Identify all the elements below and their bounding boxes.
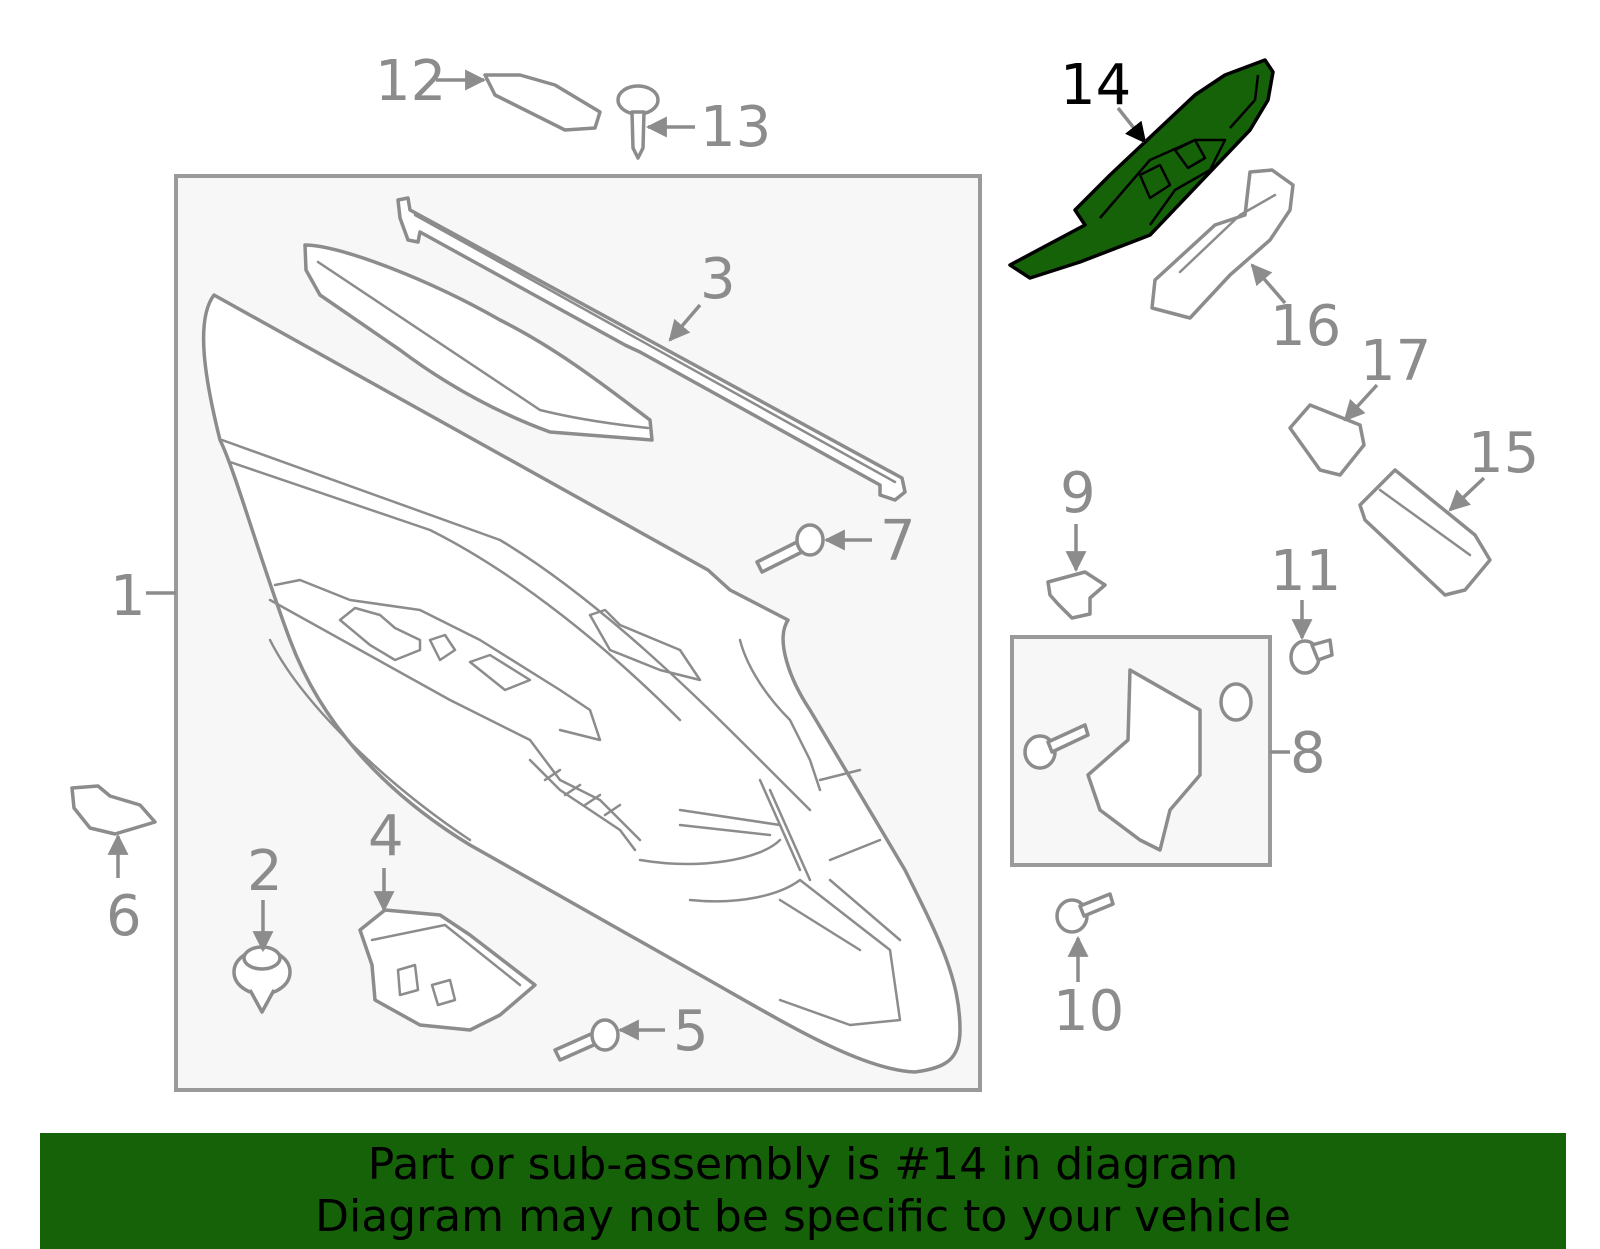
callout-2: 2 xyxy=(247,839,283,904)
callout-16: 16 xyxy=(1270,294,1341,359)
callout-15: 15 xyxy=(1468,421,1539,486)
callout-10: 10 xyxy=(1053,979,1124,1044)
bracket-part-6[interactable] xyxy=(70,784,157,836)
switch-base-part-16[interactable] xyxy=(1150,168,1295,320)
clip-part-2[interactable] xyxy=(232,945,292,1014)
callout-12: 12 xyxy=(375,49,446,114)
screw-part-13[interactable] xyxy=(616,84,660,160)
switch-bezel-part-4[interactable] xyxy=(358,908,537,1032)
callout-13: 13 xyxy=(700,95,771,160)
switch-part-15[interactable] xyxy=(1358,468,1492,597)
bracket-part-8[interactable] xyxy=(1023,668,1253,852)
leader-lines xyxy=(107,69,1486,1041)
clip-part-9[interactable] xyxy=(1046,570,1107,620)
callout-8: 8 xyxy=(1290,721,1326,786)
door-trim-panel[interactable] xyxy=(201,293,962,1074)
window-switch-panel-selected[interactable] xyxy=(1008,58,1275,280)
callout-7: 7 xyxy=(880,509,916,574)
banner-line-2: Diagram may not be specific to your vehi… xyxy=(315,1191,1291,1242)
pad-part-12[interactable] xyxy=(483,73,602,132)
screw-part-7[interactable] xyxy=(755,523,825,574)
callout-17: 17 xyxy=(1360,329,1431,394)
switch-part-17[interactable] xyxy=(1288,403,1366,477)
callout-4: 4 xyxy=(368,804,404,869)
callout-6: 6 xyxy=(106,884,142,949)
belt-weatherstrip[interactable] xyxy=(396,196,907,502)
screw-part-10[interactable] xyxy=(1055,892,1115,934)
callout-14: 14 xyxy=(1060,53,1131,118)
callout-11: 11 xyxy=(1270,539,1341,604)
callout-1: 1 xyxy=(110,564,146,629)
banner-line-1: Part or sub-assembly is #14 in diagram xyxy=(367,1139,1239,1190)
callout-5: 5 xyxy=(673,999,709,1064)
clip-part-11[interactable] xyxy=(1289,638,1334,675)
callout-9: 9 xyxy=(1060,461,1096,526)
callout-3: 3 xyxy=(700,247,736,312)
upper-trim-pad[interactable] xyxy=(303,243,654,442)
info-banner: Part or sub-assembly is #14 in diagram D… xyxy=(40,1133,1566,1249)
callout-labels: 1 2 3 4 5 6 7 8 9 10 11 12 13 14 15 16 1… xyxy=(106,49,1539,1064)
